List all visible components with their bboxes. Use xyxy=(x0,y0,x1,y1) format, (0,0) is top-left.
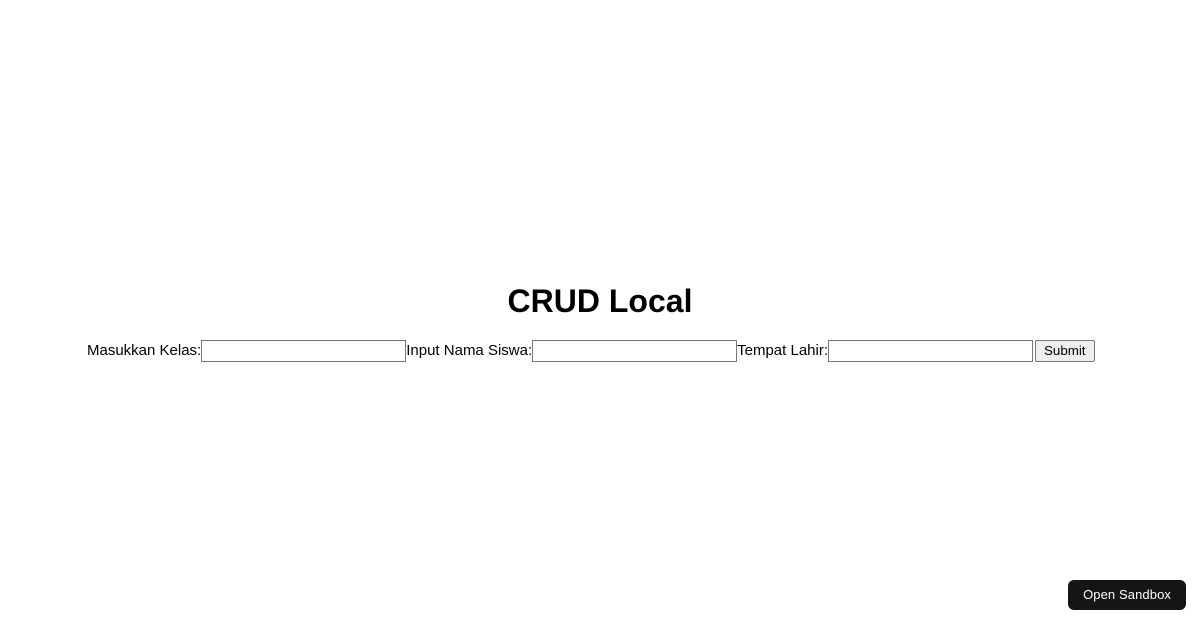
tempat-lahir-input[interactable] xyxy=(828,340,1034,362)
nama-siswa-input[interactable] xyxy=(532,340,738,362)
label-masukkan-kelas: Masukkan Kelas: xyxy=(87,342,202,359)
submit-button[interactable]: Submit xyxy=(1035,340,1095,362)
kelas-input[interactable] xyxy=(201,340,407,362)
crud-form: Masukkan Kelas: Input Nama Siswa: Tempat L… xyxy=(87,340,1117,362)
label-tempat-lahir: Tempat Lahir: xyxy=(737,342,829,359)
page-title: CRUD Local xyxy=(507,283,693,319)
label-input-nama-siswa: Input Nama Siswa: xyxy=(406,342,533,359)
open-sandbox-button[interactable]: Open Sandbox xyxy=(1068,580,1186,610)
